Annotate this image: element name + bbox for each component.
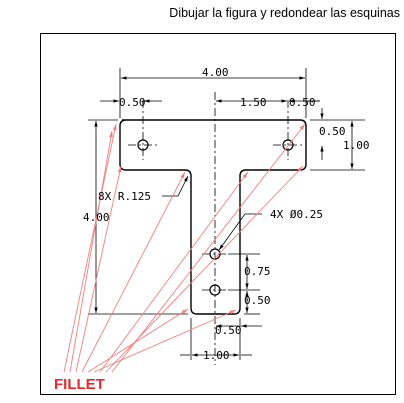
bottom-hole-offset-label: 0.50 <box>244 294 271 307</box>
right-hole-offset-label: 0.50 <box>289 96 316 109</box>
hole-from-top-label: 0.50 <box>319 125 346 138</box>
left-hole-offset-label: 0.50 <box>119 96 146 109</box>
fillet-label: FILLET <box>54 376 105 393</box>
overall-height-label: 4.00 <box>83 211 110 224</box>
hole-diameter-note: 4X Ø0.25 <box>270 208 323 221</box>
overall-width-label: 4.00 <box>202 66 229 79</box>
dimension-lines <box>94 76 354 357</box>
center-to-hole-label: 1.50 <box>240 96 267 109</box>
fillet-arrows <box>63 123 306 373</box>
leader-lines <box>162 175 262 251</box>
drawing-frame <box>40 33 396 395</box>
instruction-title: Dibujar la figura y redondear las esquin… <box>169 6 400 20</box>
stem-width-label: 1.00 <box>203 349 230 362</box>
extension-lines <box>88 68 365 360</box>
fillet-radius-note: 8X R.125 <box>98 190 151 203</box>
hole-spacing-label: 0.75 <box>244 265 271 278</box>
top-bar-height-label: 1.00 <box>343 139 370 152</box>
stem-half-width-label: 0.50 <box>215 324 242 337</box>
